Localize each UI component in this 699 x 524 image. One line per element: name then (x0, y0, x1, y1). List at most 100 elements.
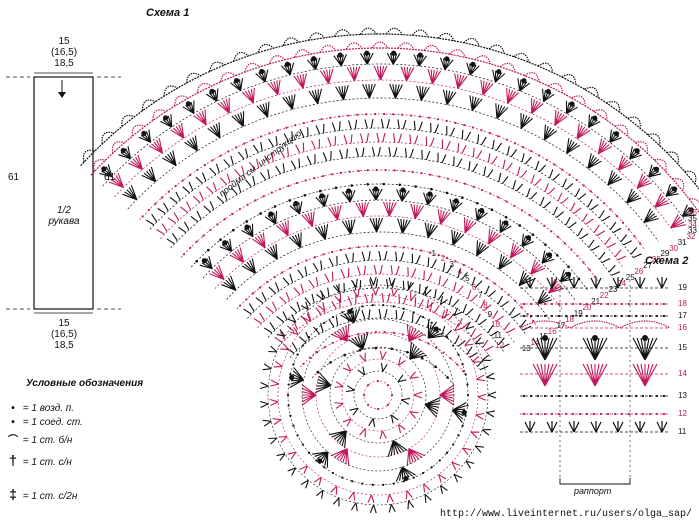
stitch-v (331, 121, 341, 132)
stitch-v (361, 251, 371, 261)
stitch-cluster (141, 130, 147, 137)
chain-stitch (160, 196, 164, 199)
chain-stitch (520, 306, 523, 309)
single-crochet (430, 187, 433, 191)
chain-stitch (348, 335, 351, 338)
chain-stitch (287, 184, 290, 188)
stitch-fan (509, 242, 525, 259)
stitch-fan (280, 62, 295, 76)
chain-stitch (427, 342, 430, 345)
stitch-fan (346, 66, 361, 82)
stitch-v (268, 437, 278, 445)
chain-stitch (470, 267, 473, 271)
chain-stitch (286, 393, 290, 397)
chain-stitch (268, 132, 271, 135)
stitch-v (287, 314, 297, 323)
chain-stitch (348, 170, 351, 173)
stitch-cluster (289, 374, 295, 381)
stitch-fan (369, 217, 384, 233)
stitch-v (423, 270, 433, 282)
chain-stitch (251, 138, 254, 141)
stitch-fan (293, 73, 307, 89)
chain-stitch (592, 302, 596, 306)
row-number: 31 (677, 237, 687, 247)
chain-stitch (462, 263, 465, 267)
stitch-cluster (545, 88, 551, 95)
stitch-v (286, 320, 298, 333)
fan-row-10 (209, 201, 564, 311)
chain-stitch (401, 113, 404, 116)
stitch-v (465, 321, 475, 330)
stitch-v (481, 428, 491, 436)
stitch-fan (416, 85, 430, 101)
stitch-v (474, 445, 484, 453)
stitch-fan (241, 223, 254, 237)
stitch-fan (395, 466, 416, 482)
double-crochet-icon: † (9, 452, 17, 468)
stitch-v (293, 283, 304, 295)
stitch-fan (559, 269, 573, 283)
stitch-v (166, 232, 178, 245)
chain-stitch (603, 202, 606, 205)
chain-stitch (254, 199, 257, 202)
stitch-fan (609, 129, 622, 143)
chain-stitch (285, 126, 288, 129)
stitch-v (219, 173, 231, 185)
stitch-v (397, 356, 406, 366)
single-crochet (398, 183, 402, 187)
stitch-v (612, 421, 624, 433)
chain-stitch (141, 215, 144, 218)
stitch-v (357, 366, 366, 376)
stitch-fan (241, 258, 257, 274)
chain-stitch (478, 272, 481, 275)
row-number: 12 (495, 341, 505, 351)
stitch-fan (531, 98, 544, 114)
stitch-v (446, 126, 456, 137)
chain-stitch (571, 302, 575, 306)
stitch-scallop (141, 99, 156, 111)
chain-stitch (613, 302, 617, 306)
stitch-v (190, 210, 202, 223)
stitch-v (245, 175, 256, 188)
stitch-scallop (345, 42, 363, 50)
stitch-v (430, 122, 440, 134)
stitch-fan (396, 189, 410, 202)
stitch-v (209, 163, 220, 175)
stitch-fan (229, 247, 245, 263)
stitch-v (608, 264, 621, 276)
chain-stitch (582, 184, 585, 187)
stitch-fan (335, 85, 349, 101)
stitch-fan (199, 256, 213, 270)
fan-row-7 (243, 250, 532, 336)
single-crochet (544, 243, 547, 246)
single-crochet (531, 233, 535, 236)
stitch-v (276, 329, 286, 337)
single-crochet (206, 248, 210, 252)
chain-stitch (304, 179, 307, 182)
stitch-v (587, 198, 599, 211)
stitch-cluster (688, 207, 694, 213)
chain-stitch (571, 314, 575, 318)
chain-stitch (514, 299, 517, 303)
chain-stitch (633, 235, 636, 238)
stitch-fan (256, 101, 270, 118)
stitch-v (397, 119, 407, 130)
legend-title: Условные обозначения (26, 378, 144, 389)
stitch-v (379, 430, 387, 440)
stitch-fan (582, 337, 608, 361)
stitch-fan (632, 363, 658, 387)
stitch-v (178, 221, 190, 233)
chain-stitch (430, 321, 433, 324)
row-number: 1 (431, 248, 436, 258)
chain-stitch (203, 163, 207, 167)
stitch-fan (451, 229, 465, 246)
stitch-v (390, 414, 399, 424)
stitch-v (289, 327, 299, 336)
chain-stitch (543, 394, 547, 398)
stitch-fan (413, 54, 428, 67)
row-number: 29 (660, 249, 670, 259)
footer-url[interactable]: http://www.liveinternet.ru/users/olga_sa… (440, 509, 693, 520)
chain-stitch (662, 302, 666, 306)
stitch-fan (495, 103, 509, 120)
stitch-fan (439, 384, 455, 406)
